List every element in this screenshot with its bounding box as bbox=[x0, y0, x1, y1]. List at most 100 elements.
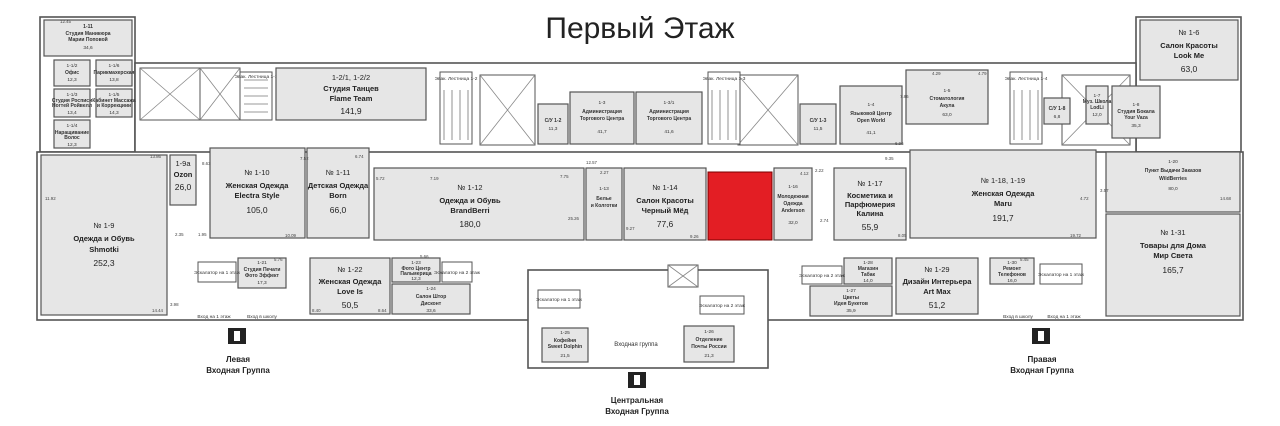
svg-text:Эскалатор на 2 этаж: Эскалатор на 2 этаж bbox=[699, 303, 746, 309]
svg-text:1-30: 1-30 bbox=[1007, 260, 1017, 266]
room-1-13 bbox=[585, 167, 623, 241]
svg-text:6.74: 6.74 bbox=[355, 154, 364, 159]
room-1-11 bbox=[306, 147, 370, 239]
svg-text:Дисконт: Дисконт bbox=[421, 301, 442, 307]
dimension-labels: 12.45 13.86 11.92 8.63 7.52 6.74 5.72 7.… bbox=[45, 19, 1232, 313]
svg-text:5.66: 5.66 bbox=[420, 254, 429, 259]
svg-text:Марии Поповой: Марии Поповой bbox=[68, 36, 107, 43]
svg-text:Art Max: Art Max bbox=[923, 287, 951, 296]
svg-text:8.05: 8.05 bbox=[898, 233, 907, 238]
svg-text:180,0: 180,0 bbox=[459, 219, 481, 229]
svg-text:Вход на 1 этаж: Вход на 1 этаж bbox=[197, 314, 231, 320]
svg-text:12,3: 12,3 bbox=[67, 142, 77, 148]
svg-text:21,5: 21,5 bbox=[560, 353, 570, 359]
svg-text:13.86: 13.86 bbox=[150, 154, 162, 159]
svg-text:1-13: 1-13 bbox=[599, 186, 609, 192]
svg-text:Женская Одежда: Женская Одежда bbox=[318, 277, 383, 286]
svg-text:Эвак. Лестница 1-3: Эвак. Лестница 1-3 bbox=[703, 76, 746, 82]
svg-text:Калина: Калина bbox=[857, 209, 885, 218]
svg-text:19.72: 19.72 bbox=[1070, 233, 1082, 238]
svg-text:Белье: Белье bbox=[596, 196, 612, 202]
room-1-16 bbox=[773, 167, 813, 241]
svg-text:Ногтей Ройвелл: Ногтей Ройвелл bbox=[52, 102, 92, 109]
room-1-12 bbox=[373, 167, 585, 241]
svg-text:141,9: 141,9 bbox=[340, 106, 362, 116]
svg-text:3.57: 3.57 bbox=[1100, 188, 1109, 193]
svg-text:Ремонт: Ремонт bbox=[1003, 266, 1022, 272]
svg-text:Отделение: Отделение bbox=[696, 337, 723, 343]
svg-text:1-2/1, 1-2/2: 1-2/1, 1-2/2 bbox=[332, 73, 370, 82]
room-1-17 bbox=[833, 167, 907, 241]
svg-text:Фото Эффект: Фото Эффект bbox=[245, 272, 280, 279]
room-1-28 bbox=[843, 257, 893, 285]
svg-text:13,4: 13,4 bbox=[67, 110, 77, 116]
svg-text:5.72: 5.72 bbox=[376, 176, 385, 181]
svg-text:LodLi: LodLi bbox=[1090, 105, 1104, 111]
svg-text:Молодежная: Молодежная bbox=[777, 194, 808, 200]
svg-text:1-1/4: 1-1/4 bbox=[67, 123, 78, 129]
svg-text:13,8: 13,8 bbox=[109, 77, 119, 83]
svg-text:№ 1-17: № 1-17 bbox=[857, 179, 882, 188]
svg-text:9.27: 9.27 bbox=[626, 226, 635, 231]
stairwells: Эвак. Лестница 1-1 Эвак. Лестница 1-2 Эв… bbox=[235, 71, 1048, 145]
svg-text:Дизайн Интерьера: Дизайн Интерьера bbox=[903, 277, 973, 286]
svg-text:Flame Team: Flame Team bbox=[330, 94, 373, 103]
svg-text:35,9: 35,9 bbox=[846, 308, 856, 314]
svg-text:Офис: Офис bbox=[65, 69, 79, 76]
svg-text:Вход на 1 этаж: Вход на 1 этаж bbox=[1047, 314, 1081, 320]
svg-text:14.68: 14.68 bbox=[1220, 196, 1232, 201]
svg-text:Входная Группа: Входная Группа bbox=[605, 407, 669, 416]
svg-text:Эскалатор на 1 этаж: Эскалатор на 1 этаж bbox=[1038, 272, 1085, 278]
svg-text:Your Vaza: Your Vaza bbox=[1124, 115, 1148, 121]
svg-text:Эскалатор на 2 этаж: Эскалатор на 2 этаж bbox=[799, 273, 846, 279]
room-1-22 bbox=[309, 257, 391, 315]
lower-row-rooms: 1-21 Студия Печати Фото Эффект 17,3 № 1-… bbox=[194, 257, 1085, 363]
svg-text:Магазин: Магазин bbox=[858, 266, 879, 272]
svg-text:Женская Одежда: Женская Одежда bbox=[225, 181, 290, 190]
svg-text:Товары для Дома: Товары для Дома bbox=[1140, 241, 1207, 250]
svg-text:Кабинет Массажа: Кабинет Массажа bbox=[92, 97, 136, 104]
svg-text:14,3: 14,3 bbox=[109, 110, 119, 116]
svg-text:12,3: 12,3 bbox=[411, 276, 421, 282]
svg-text:Администрация: Администрация bbox=[582, 109, 622, 115]
svg-text:Эвак. Лестница 1-1: Эвак. Лестница 1-1 bbox=[235, 74, 278, 80]
room-1-1a bbox=[43, 19, 133, 57]
svg-text:4.72: 4.72 bbox=[1080, 196, 1089, 201]
svg-text:41,7: 41,7 bbox=[597, 129, 607, 135]
svg-text:14,0: 14,0 bbox=[863, 278, 873, 284]
svg-text:Муз. Школа: Муз. Школа bbox=[1083, 99, 1112, 105]
svg-text:1-1/6: 1-1/6 bbox=[109, 63, 120, 69]
svg-text:66,0: 66,0 bbox=[330, 205, 347, 215]
svg-text:Входная Группа: Входная Группа bbox=[1010, 366, 1074, 375]
svg-text:50,5: 50,5 bbox=[342, 300, 359, 310]
svg-text:Ozon: Ozon bbox=[174, 170, 193, 179]
svg-text:1.95: 1.95 bbox=[198, 232, 207, 237]
svg-text:Одежда и Обувь: Одежда и Обувь bbox=[439, 196, 501, 205]
svg-text:Эвак. Лестница 1-4: Эвак. Лестница 1-4 bbox=[1005, 76, 1048, 82]
svg-text:С/У 1-2: С/У 1-2 bbox=[545, 118, 562, 124]
svg-text:Студия Маникюра: Студия Маникюра bbox=[65, 31, 110, 37]
svg-text:Наращивание: Наращивание bbox=[55, 130, 89, 136]
room-1-8 bbox=[1111, 85, 1161, 139]
room-1-9 bbox=[40, 154, 168, 316]
main-floor-rooms: № 1-9 Одежда и Обувь Shmotki 252,3 1-9а … bbox=[40, 147, 1241, 317]
room-1-30 bbox=[989, 257, 1035, 285]
svg-text:Языковой Центр: Языковой Центр bbox=[850, 110, 891, 117]
svg-text:12,0: 12,0 bbox=[1092, 112, 1102, 118]
svg-text:80,0: 80,0 bbox=[1168, 186, 1178, 192]
floor-title: Первый Этаж bbox=[545, 12, 734, 45]
svg-text:Студия Росписи: Студия Росписи bbox=[52, 98, 92, 104]
svg-text:и Колготки: и Колготки bbox=[591, 203, 618, 209]
svg-text:41,6: 41,6 bbox=[664, 129, 674, 135]
svg-text:Косметика и: Косметика и bbox=[847, 191, 893, 200]
svg-text:Цветы: Цветы bbox=[843, 295, 859, 301]
highlighted-room bbox=[707, 171, 773, 241]
room-1-31 bbox=[1105, 213, 1241, 317]
svg-text:1-5: 1-5 bbox=[944, 88, 951, 94]
svg-text:Акула: Акула bbox=[940, 103, 955, 109]
svg-text:№ 1-11: № 1-11 bbox=[326, 168, 351, 177]
svg-text:Одежда: Одежда bbox=[783, 201, 802, 207]
svg-text:7.52: 7.52 bbox=[300, 156, 309, 161]
svg-text:Детская Одежда: Детская Одежда bbox=[308, 181, 369, 190]
